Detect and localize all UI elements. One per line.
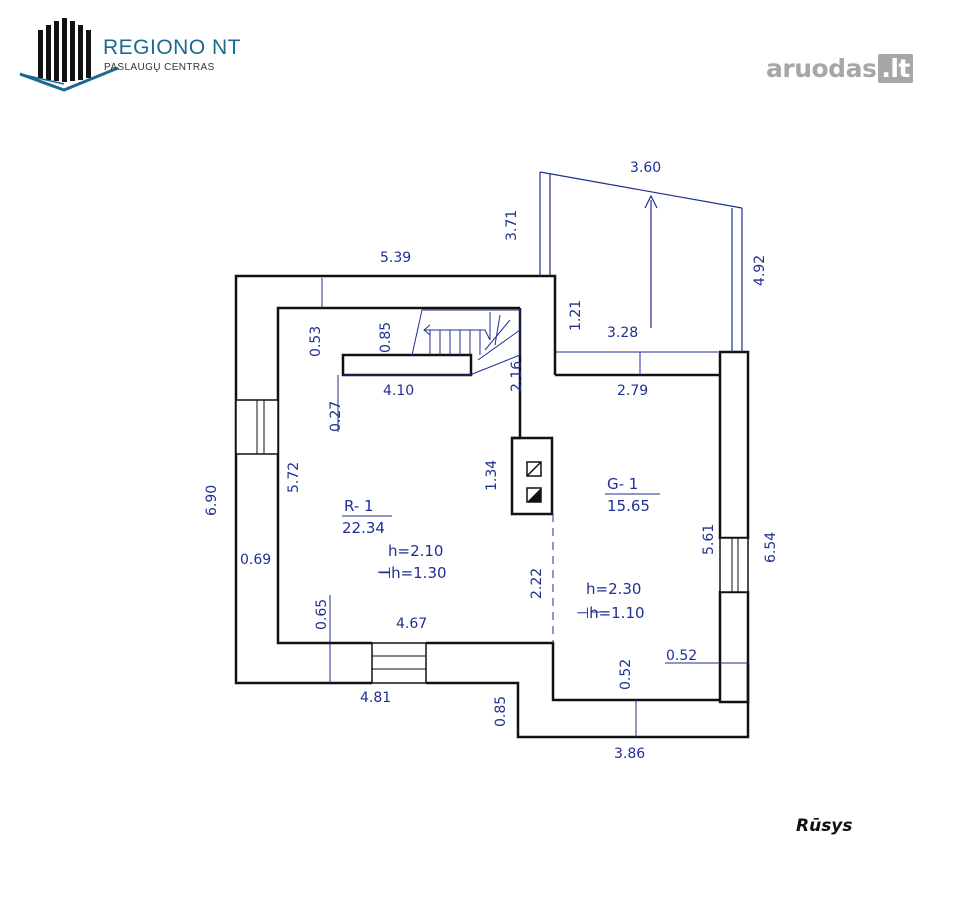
dim-467: 4.67: [396, 616, 427, 632]
room-g1-height2: ⊣h=1.10: [576, 604, 645, 622]
dim-052-horizontal: 0.52: [666, 648, 697, 664]
room-r1-code: R- 1: [344, 497, 374, 515]
dim-052-vertical: 0.52: [618, 659, 634, 690]
logo-graphic: [19, 18, 119, 92]
company-name: REGIONO NT: [103, 36, 242, 59]
brand-name: aruodas: [766, 54, 877, 83]
dim-279: 2.79: [617, 383, 648, 399]
dim-572: 5.72: [286, 462, 302, 493]
aruodas-watermark: aruodas.lt: [766, 54, 913, 83]
dim-069: 0.69: [240, 552, 271, 568]
dim-065: 0.65: [314, 599, 330, 630]
room-r1-height2: ⊣h=1.30: [378, 564, 447, 582]
outer-wall-left: [234, 274, 557, 685]
dim-654: 6.54: [763, 532, 779, 563]
brand-tld: .lt: [878, 54, 913, 83]
dim-410: 4.10: [383, 383, 414, 399]
room-r1-area: 22.34: [342, 519, 385, 537]
dim-085: 0.85: [378, 322, 394, 353]
inner-wall-r1-top: [276, 306, 520, 645]
dim-134: 1.34: [484, 460, 500, 491]
company-logo: [18, 18, 258, 98]
dim-canopy-right: 4.92: [752, 255, 768, 286]
window-bottom: [371, 642, 427, 684]
company-subtitle: PASLAUGŲ CENTRAS: [104, 62, 215, 73]
outer-wall-bottom: [426, 663, 750, 739]
dim-canopy-width: 3.60: [630, 160, 661, 176]
dim-053: 0.53: [308, 326, 324, 357]
room-r1-height: h=2.10: [388, 542, 443, 560]
dim-wall-121: 1.21: [568, 300, 584, 331]
dim-328: 3.28: [607, 325, 638, 341]
dim-085-bottom: 0.85: [493, 696, 509, 727]
staircase: [411, 309, 521, 376]
dim-222: 2.22: [529, 568, 545, 599]
dim-690: 6.90: [204, 485, 220, 516]
window-right: [719, 537, 749, 593]
room-g1-code: G- 1: [607, 475, 638, 493]
dim-216: 2.16: [509, 361, 525, 392]
dim-561: 5.61: [701, 524, 717, 555]
dim-481: 4.81: [360, 690, 391, 706]
dim-386: 3.86: [614, 746, 645, 762]
floor-caption: Rūsys: [796, 816, 853, 836]
room-g1-area: 15.65: [607, 497, 650, 515]
dim-027: 0.27: [328, 401, 344, 432]
room-g1-height: h=2.30: [586, 580, 641, 598]
right-wall-lower: [718, 590, 750, 704]
stair-wall: [341, 353, 473, 377]
chimney-flue-1: [526, 461, 542, 477]
dim-canopy-left: 3.71: [504, 210, 520, 241]
dim-top-outer: 5.39: [380, 250, 411, 266]
right-wall-upper: [718, 350, 750, 540]
canopy: [539, 171, 743, 352]
chimney: [510, 436, 554, 516]
